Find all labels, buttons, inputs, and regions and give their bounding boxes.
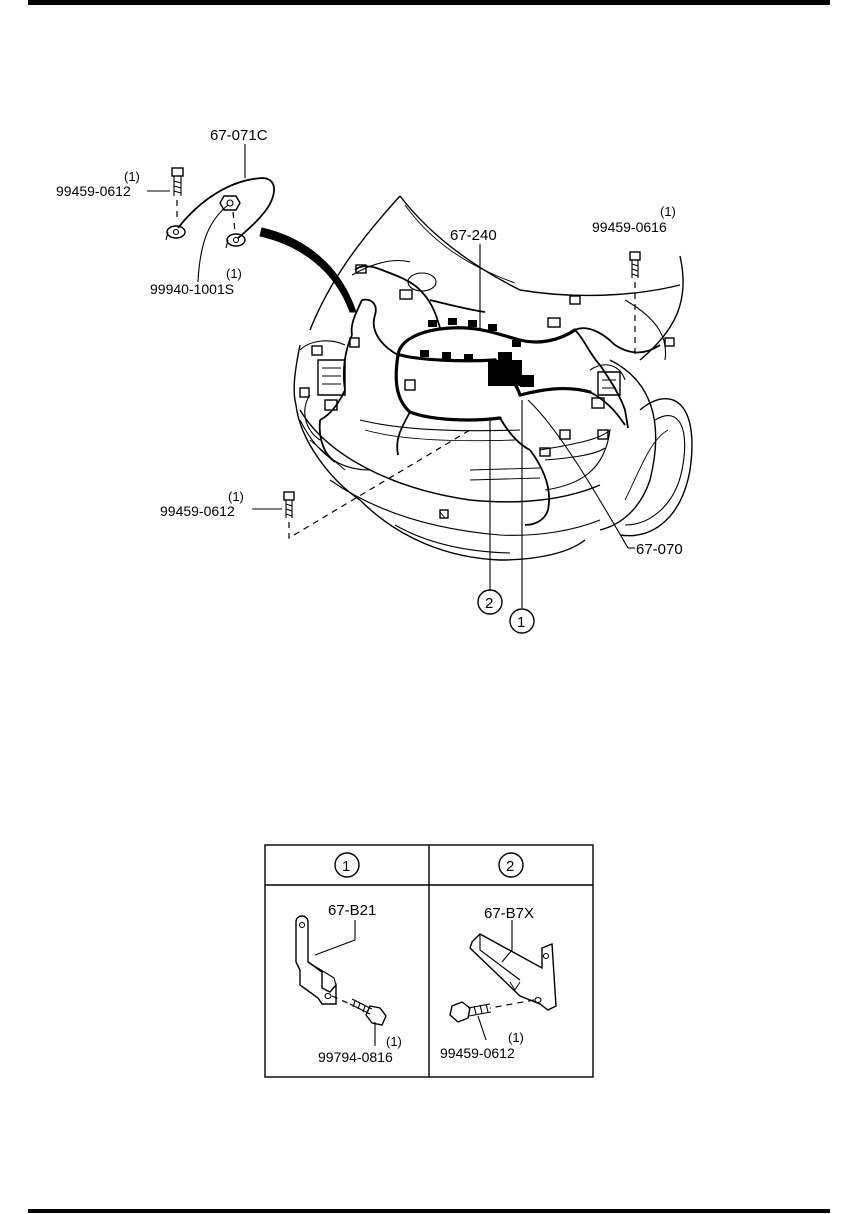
nut-icon xyxy=(219,195,241,233)
bracket-67-b21-icon xyxy=(295,915,351,1005)
label-bolt-bottom-left: 99459-0612 xyxy=(160,503,235,519)
label-67-240: 67-240 xyxy=(450,227,497,244)
bracket-67-b7x-icon xyxy=(469,933,557,1011)
label-67-b7x: 67-B7X xyxy=(484,905,534,922)
qty-bolt-right: (1) xyxy=(660,204,676,219)
ref-circle-2 xyxy=(477,589,503,615)
strap-pointer-arrow xyxy=(259,227,357,313)
bolt-top-left-icon xyxy=(171,167,184,222)
label-bolt-99794-0816: 99794-0816 xyxy=(318,1049,393,1065)
qty-bolt-99794-0816: (1) xyxy=(386,1034,402,1049)
label-bolt-top-left: 99459-0612 xyxy=(56,183,131,199)
label-bolt-right: 99459-0616 xyxy=(592,219,667,235)
label-nut: 99940-1001S xyxy=(150,281,234,297)
label-bolt-99459-0612-detail: 99459-0612 xyxy=(440,1045,515,1061)
bolt-right-icon xyxy=(629,251,641,355)
ref-number-1: 1 xyxy=(517,614,525,631)
bolt-bottom-left-icon xyxy=(283,429,471,540)
ref-circle-1 xyxy=(509,608,535,634)
wiring-harness-main xyxy=(299,264,675,526)
table-header-2: 2 xyxy=(506,858,514,875)
ground-strap-assembly xyxy=(165,177,275,249)
ref-number-2: 2 xyxy=(485,595,493,612)
top-rule xyxy=(28,0,830,5)
label-67-071c: 67-071C xyxy=(210,127,268,144)
label-67-b21: 67-B21 xyxy=(328,902,376,919)
table-header-circle-2 xyxy=(498,852,524,878)
qty-nut: (1) xyxy=(226,266,242,281)
table-header-1: 1 xyxy=(342,858,350,875)
qty-bolt-top-left: (1) xyxy=(124,169,140,184)
bottom-rule xyxy=(28,1209,830,1213)
qty-bolt-bottom-left: (1) xyxy=(228,489,244,504)
qty-bolt-99459-0612-detail: (1) xyxy=(508,1030,524,1045)
bolt-99794-0816-icon xyxy=(349,998,387,1026)
table-header-circle-1 xyxy=(334,852,360,878)
detail-table xyxy=(264,844,594,1078)
label-67-070: 67-070 xyxy=(636,541,683,558)
bolt-99459-0612-detail-icon xyxy=(449,1001,492,1023)
